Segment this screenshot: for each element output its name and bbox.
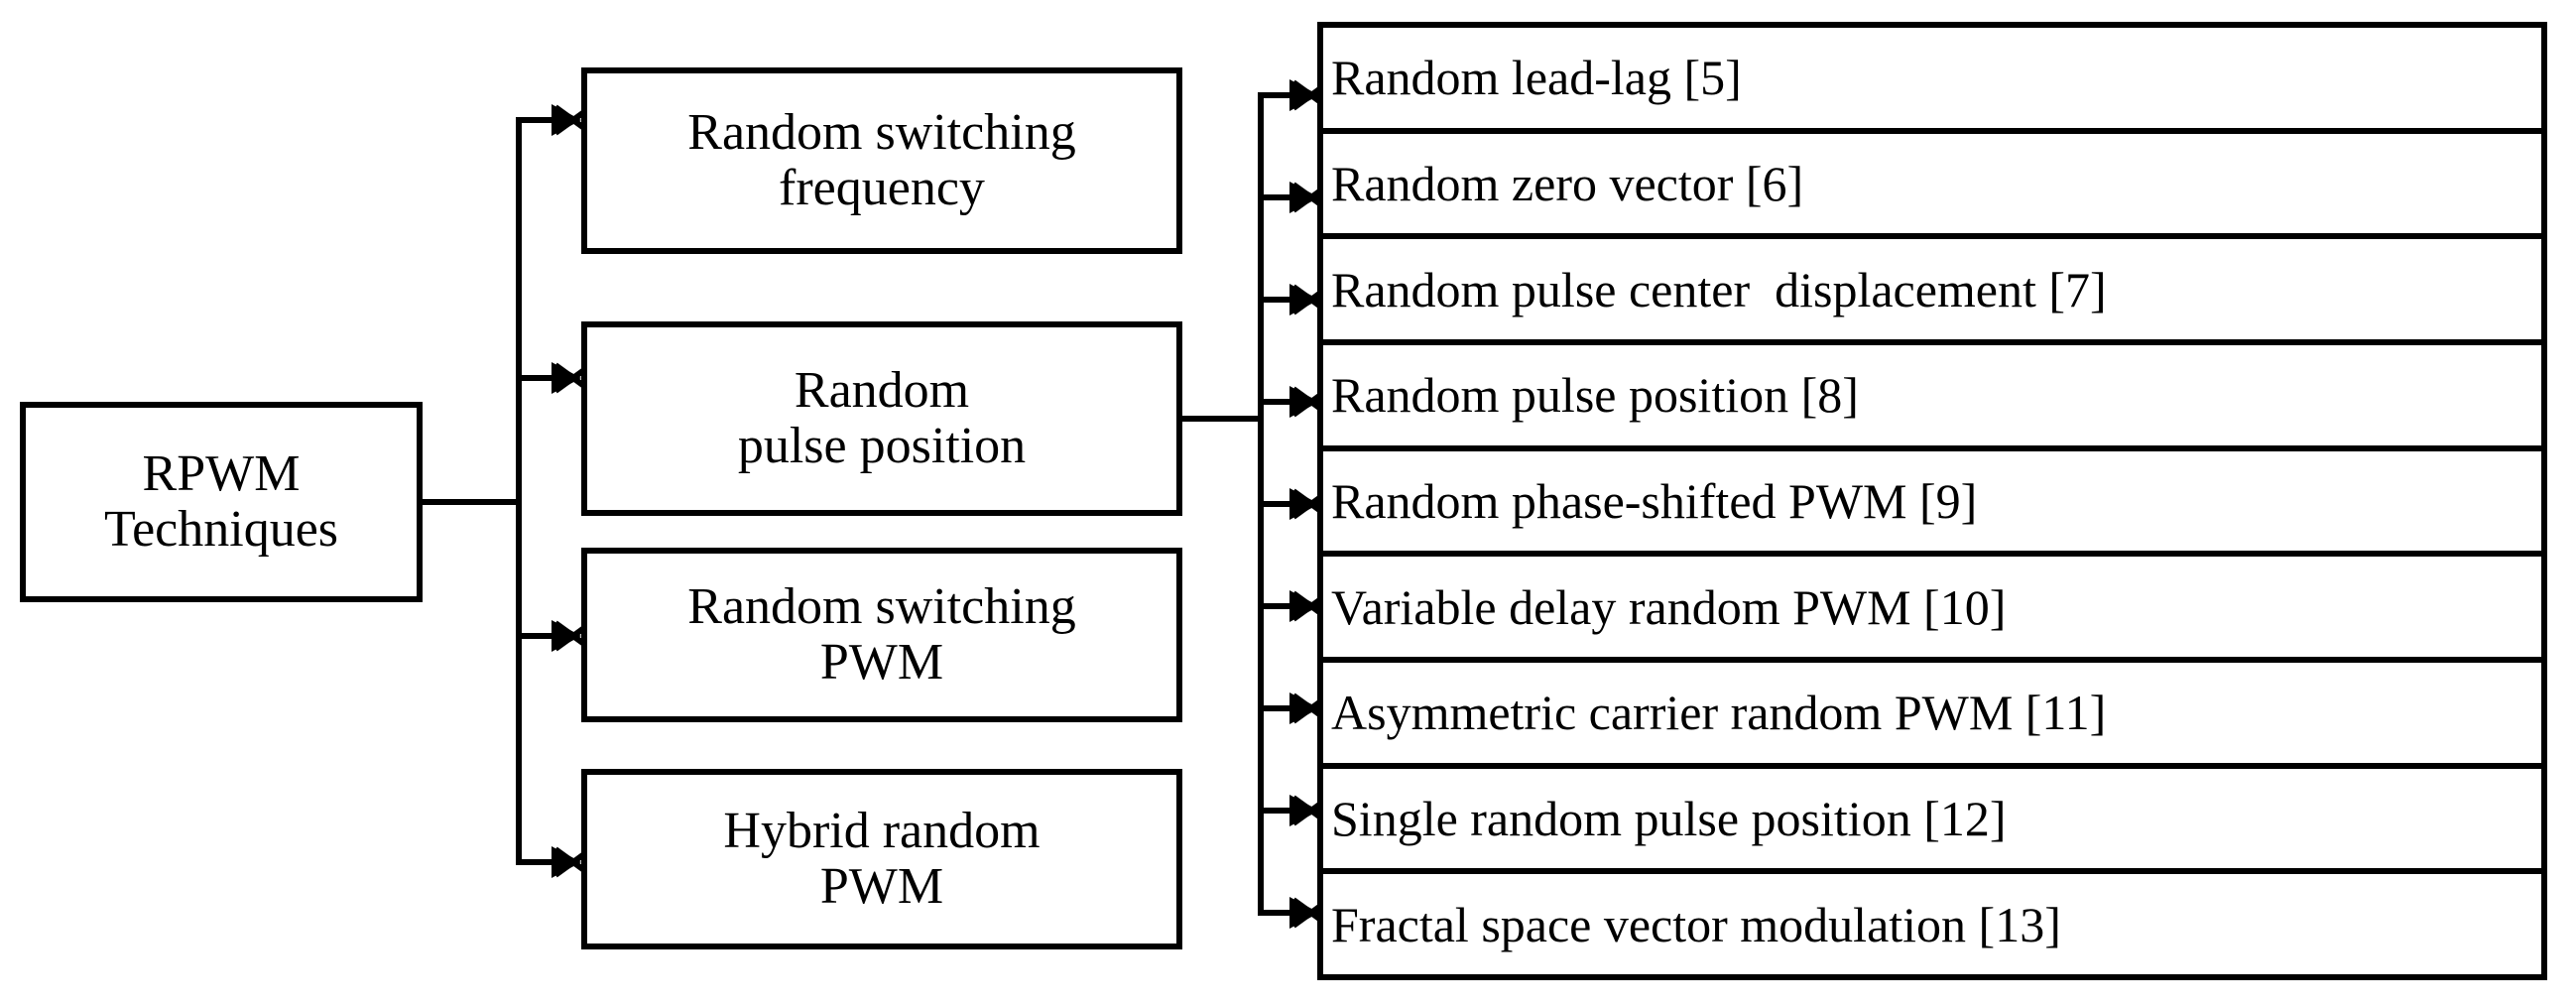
wire-left-bus-lower	[516, 499, 522, 865]
arrowhead-technique-2	[1289, 284, 1319, 315]
technique-row: Random lead-lag [5]	[1323, 28, 2541, 134]
wire-to-technique-5	[1258, 603, 1299, 609]
arrowhead-category-3	[552, 846, 581, 878]
category-node-hybrid-random-pwm: Hybrid random PWM	[581, 769, 1182, 949]
wire-to-category-1	[516, 375, 561, 381]
wire-to-technique-6	[1258, 705, 1299, 711]
wire-to-technique-2	[1258, 297, 1299, 303]
technique-row: Fractal space vector modulation [13]	[1331, 896, 2061, 952]
technique-row: Random zero vector [6]	[1323, 134, 2541, 240]
wire-left-bus	[516, 117, 522, 518]
arrowhead-technique-7	[1289, 795, 1319, 826]
wire-to-technique-8	[1258, 910, 1299, 916]
arrowhead-technique-5	[1289, 590, 1319, 622]
technique-row: Single random pulse position [12]	[1323, 769, 2541, 875]
category-node-random-switching-frequency: Random switching frequency	[581, 67, 1182, 254]
technique-row: Random pulse center displacement [7]	[1323, 239, 2541, 346]
wire-to-technique-7	[1258, 808, 1299, 814]
arrowhead-category-1	[552, 362, 581, 394]
wire-to-technique-0	[1258, 92, 1299, 98]
technique-row: Random pulse position [8]	[1323, 345, 2541, 451]
category-node-random-pulse-position: Random pulse position	[581, 321, 1182, 516]
arrowhead-category-0	[552, 104, 581, 136]
wire-to-category-0	[516, 117, 561, 123]
wire-to-category-2b	[516, 633, 561, 639]
root-node-rpwm-techniques: RPWM Techniques	[20, 402, 423, 602]
technique-row: Variable delay random PWM [10]	[1323, 557, 2541, 664]
technique-list: Random lead-lag [5] Random zero vector […	[1317, 22, 2547, 980]
technique-row: Asymmetric carrier random PWM [11]	[1323, 663, 2541, 769]
wire-to-category-3	[516, 859, 561, 865]
wire-to-technique-1	[1258, 194, 1299, 200]
arrowhead-technique-3	[1289, 386, 1319, 418]
arrowhead-technique-4	[1289, 488, 1319, 520]
wire-category-out	[1182, 416, 1264, 422]
wire-to-technique-3	[1258, 399, 1299, 405]
wire-to-technique-4	[1258, 501, 1299, 507]
arrowhead-technique-1	[1289, 182, 1319, 213]
arrowhead-technique-0	[1289, 79, 1319, 111]
arrowhead-category-2	[552, 620, 581, 652]
arrowhead-technique-6	[1289, 692, 1319, 724]
wire-root-out	[423, 499, 522, 505]
technique-row: Random phase-shifted PWM [9]	[1323, 451, 2541, 558]
category-node-random-switching-pwm: Random switching PWM	[581, 548, 1182, 722]
arrowhead-technique-8	[1289, 897, 1319, 929]
